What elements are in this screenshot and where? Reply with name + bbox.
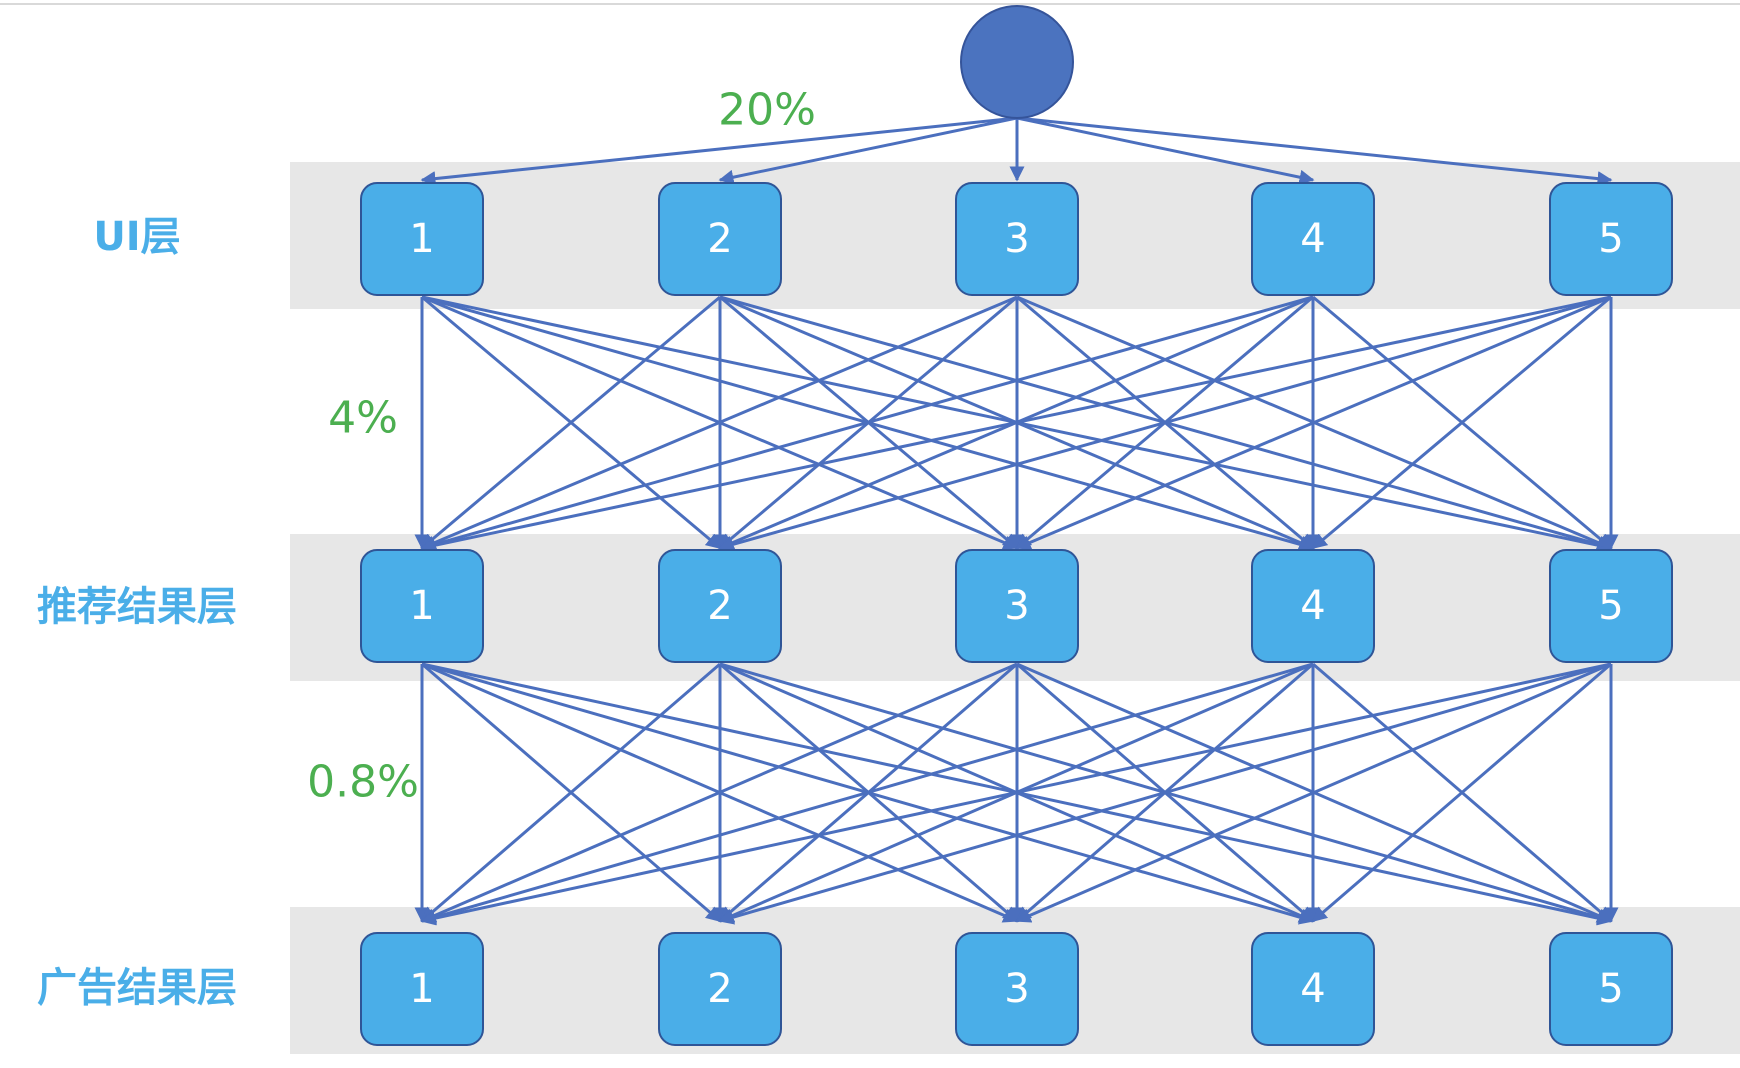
node-label: 4	[1300, 583, 1325, 629]
layer3-node-5: 5	[1549, 932, 1673, 1046]
node-box	[1251, 182, 1375, 296]
node-label: 5	[1598, 966, 1623, 1012]
node-box	[658, 932, 782, 1046]
edge-root-to-layer1-node-2	[718, 116, 1018, 185]
edge-layer2-node-4-to-layer3-node-1	[420, 662, 1314, 925]
edge-layer2-node-2-to-layer3-node-1	[420, 662, 721, 923]
layer3-node-4: 4	[1251, 932, 1375, 1046]
layer3-node-2: 2	[658, 932, 782, 1046]
layer-label-3: 广告结果层	[37, 965, 237, 1011]
node-label: 1	[409, 583, 434, 629]
node-label: 2	[707, 216, 732, 262]
layer2-node-2: 2	[658, 549, 782, 663]
edge-layer1-node-4-to-layer2-node-1	[420, 295, 1314, 552]
node-label: 5	[1598, 216, 1623, 262]
percent-label-1: 20%	[718, 85, 816, 136]
node-label: 4	[1300, 216, 1325, 262]
edge-layer2-node-5-to-layer3-node-1	[420, 662, 1612, 926]
edge-layer2-node-5-to-layer3-node-4	[1311, 662, 1612, 923]
node-label: 3	[1004, 216, 1029, 262]
edge-layer2-node-5-to-layer3-node-2	[718, 662, 1612, 925]
layer1-node-1: 1	[360, 182, 484, 296]
node-label: 2	[707, 966, 732, 1012]
layer2-node-5: 5	[1549, 549, 1673, 663]
layer3-node-1: 1	[360, 932, 484, 1046]
layer2-node-1: 1	[360, 549, 484, 663]
layer3-node-3: 3	[955, 932, 1079, 1046]
node-label: 4	[1300, 966, 1325, 1012]
node-box	[658, 182, 782, 296]
node-box	[360, 932, 484, 1046]
node-box	[1251, 549, 1375, 663]
edge-layer1-node-3-to-layer2-node-1	[420, 295, 1018, 550]
edge-layer1-node-5-to-layer2-node-2	[718, 295, 1612, 552]
edge-layer1-node-5-to-layer2-node-3	[1015, 295, 1612, 550]
node-box	[1251, 932, 1375, 1046]
edge-layer2-node-3-to-layer3-node-1	[420, 662, 1018, 923]
edge-layer2-node-5-to-layer3-node-3	[1015, 662, 1612, 923]
edge-layer1-node-5-to-layer2-node-1	[420, 295, 1612, 553]
node-box	[1549, 932, 1673, 1046]
edge-root-to-layer1-node-1	[420, 116, 1018, 187]
node-label: 3	[1004, 966, 1029, 1012]
layer1-node-3: 3	[955, 182, 1079, 296]
edge-root-to-layer1-node-4	[1016, 116, 1315, 185]
node-label: 1	[409, 216, 434, 262]
edge-root-to-layer1-node-5	[1016, 116, 1613, 187]
layer1-node-4: 4	[1251, 182, 1375, 296]
node-box	[955, 932, 1079, 1046]
layer-label-2: 推荐结果层	[37, 584, 237, 630]
node-label: 1	[409, 966, 434, 1012]
node-box	[955, 549, 1079, 663]
percent-label-3: 0.8%	[307, 757, 419, 808]
node-label: 5	[1598, 583, 1623, 629]
node-label: 3	[1004, 583, 1029, 629]
layer2-node-3: 3	[955, 549, 1079, 663]
node-box	[1549, 549, 1673, 663]
layer2-node-4: 4	[1251, 549, 1375, 663]
root-node	[960, 5, 1074, 119]
node-box	[1549, 182, 1673, 296]
node-box	[360, 549, 484, 663]
node-label: 2	[707, 583, 732, 629]
edge-layer1-node-5-to-layer2-node-4	[1311, 295, 1612, 550]
edge-layer1-node-2-to-layer2-node-1	[420, 295, 721, 550]
layer-label-1: UI层	[93, 214, 180, 260]
layer1-node-5: 5	[1549, 182, 1673, 296]
node-box	[658, 549, 782, 663]
node-box	[955, 182, 1079, 296]
percent-label-2: 4%	[328, 393, 398, 444]
layer1-node-2: 2	[658, 182, 782, 296]
node-box	[360, 182, 484, 296]
